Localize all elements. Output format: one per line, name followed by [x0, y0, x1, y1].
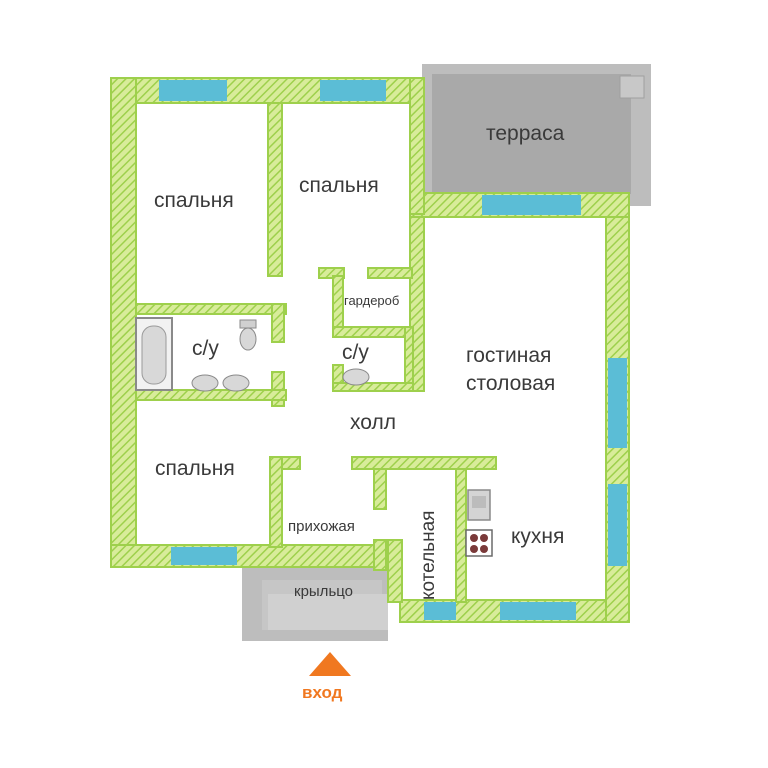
sink-icon: [222, 374, 250, 392]
room-terrace-label: терраса: [486, 122, 565, 145]
room-bathroom-label: с/у: [192, 337, 219, 360]
inner-walls: [135, 102, 497, 603]
porch-area: [242, 567, 388, 641]
stove-icon: [465, 529, 493, 557]
room-bedroom-label: спальня: [155, 457, 235, 480]
room-bedroom-label: спальня: [154, 189, 234, 212]
entrance-label: вход: [302, 683, 343, 702]
room-bedroom-label: спальня: [299, 174, 379, 197]
room-wardrobe-label: гардероб: [344, 293, 400, 308]
terrace-area: [422, 64, 651, 206]
windows: [159, 80, 627, 620]
toilet-icon: [239, 319, 257, 351]
room-hallway-label: прихожая: [288, 518, 355, 535]
sink-icon: [191, 374, 219, 392]
room-living-label: гостиная: [466, 344, 552, 367]
triangle-up-icon: [309, 652, 351, 676]
kitchen-sink-icon: [467, 489, 491, 521]
room-kitchen-label: кухня: [511, 525, 565, 548]
room-boiler-label: котельная: [418, 510, 439, 600]
room-hall-label: холл: [350, 411, 396, 434]
bathtub-icon: [135, 317, 173, 391]
room-porch-label: крыльцо: [294, 583, 354, 600]
sink-icon: [342, 368, 370, 386]
room-dining-label: столовая: [466, 372, 556, 395]
room-bathroom-label: с/у: [342, 341, 369, 364]
